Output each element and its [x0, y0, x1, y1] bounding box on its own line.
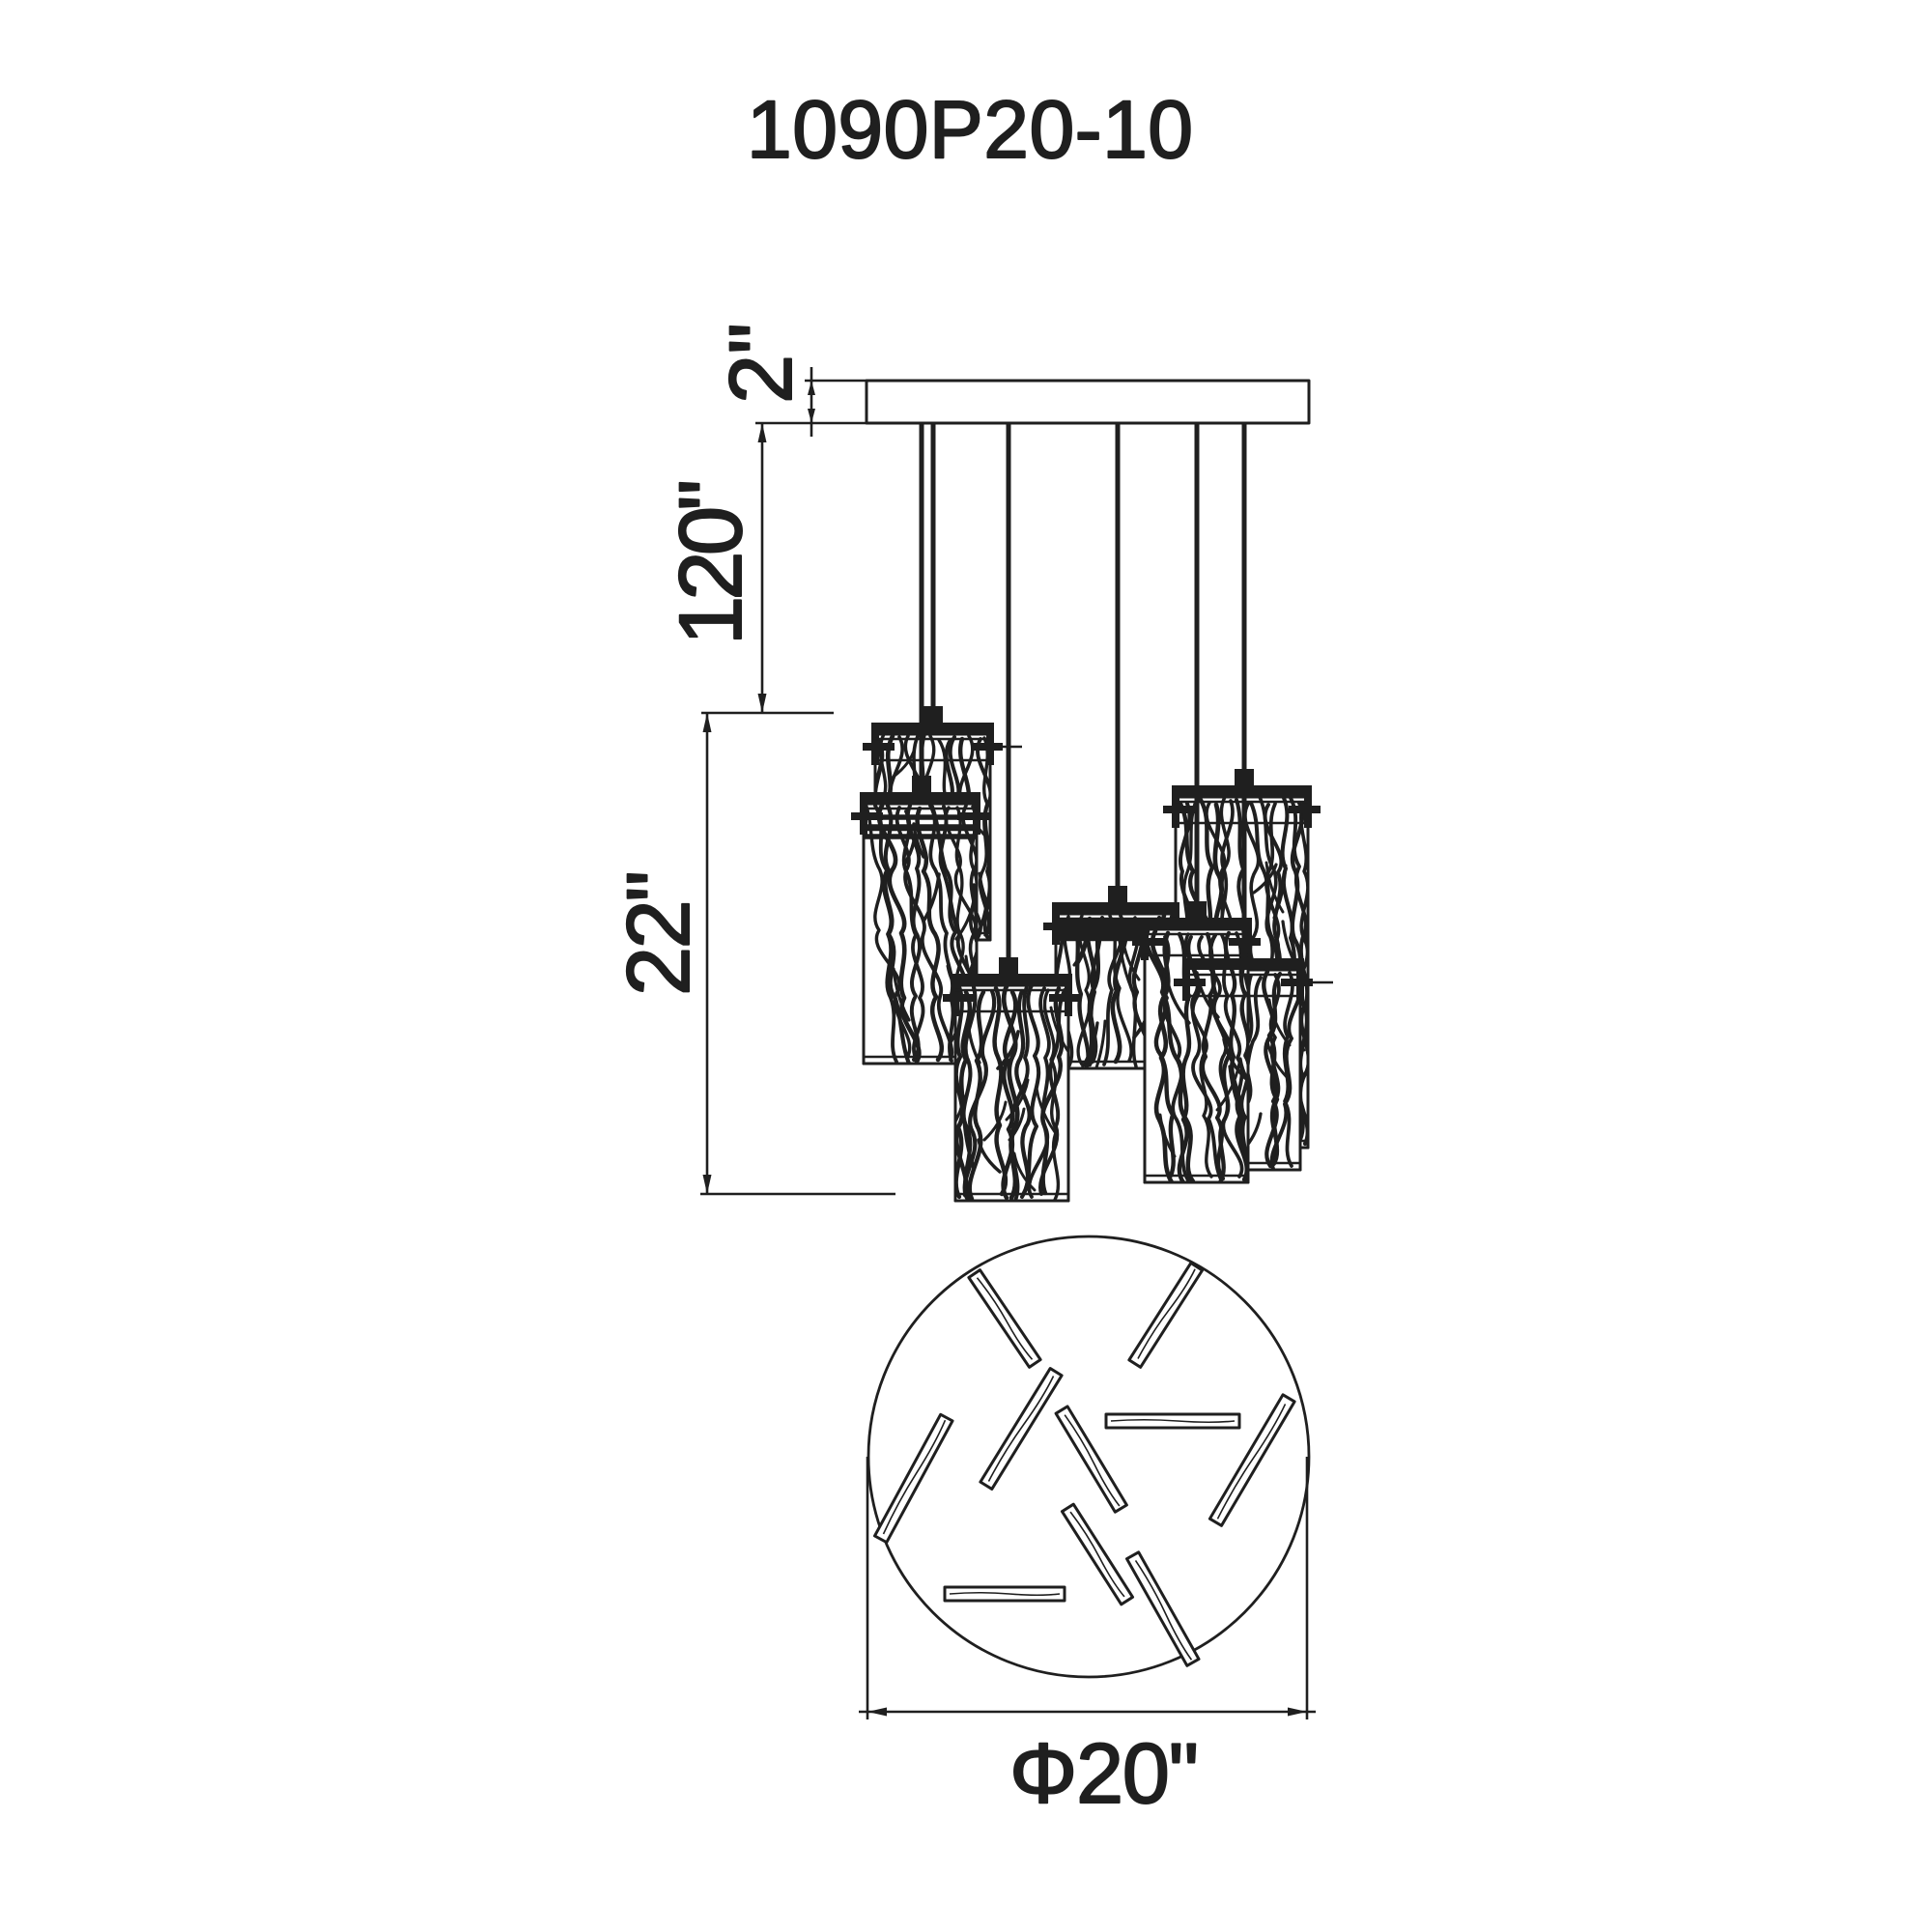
svg-text:120": 120": [662, 479, 760, 645]
svg-text:22": 22": [610, 870, 708, 996]
svg-text:1090P20-10: 1090P20-10: [747, 84, 1193, 175]
svg-text:Φ20": Φ20": [1009, 1725, 1199, 1821]
svg-text:2": 2": [712, 323, 810, 404]
